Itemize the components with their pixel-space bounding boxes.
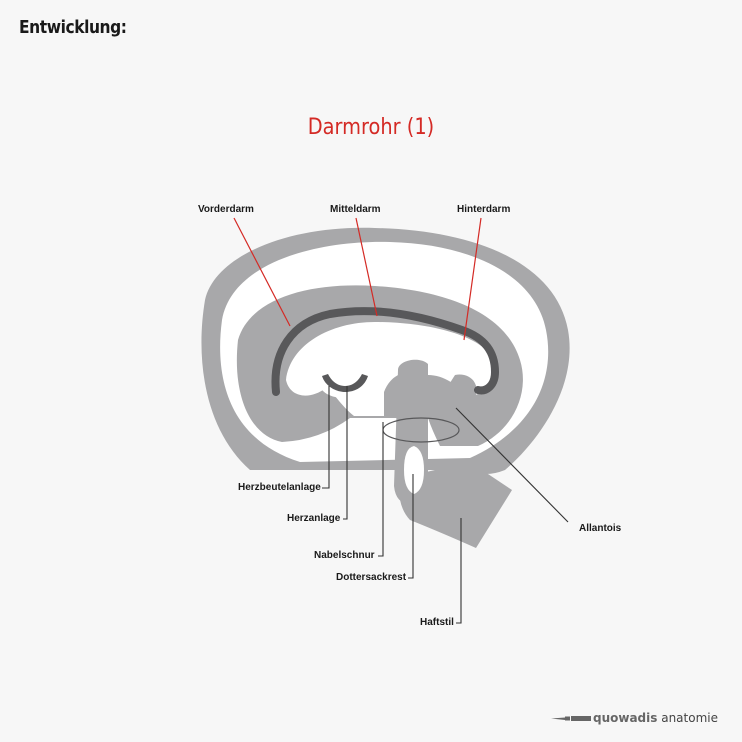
pointer-hinterdarm xyxy=(463,217,482,341)
gut-tube xyxy=(271,307,500,396)
herz-shape xyxy=(322,374,368,392)
brand-logo: quowadis anatomie xyxy=(551,711,718,725)
scalpel-icon xyxy=(551,716,591,721)
pointer-allantois xyxy=(455,407,569,523)
label-nabelschnur: Nabelschnur xyxy=(314,550,375,561)
section-title: Entwicklung: xyxy=(19,17,127,38)
label-herzbeutelanlage: Herzbeutelanlage xyxy=(238,482,321,493)
pointer-mitteldarm xyxy=(355,217,378,317)
dottersack-inner xyxy=(404,446,424,494)
allantois-shape xyxy=(447,374,477,412)
pointer-dottersackrest xyxy=(408,474,414,579)
pointer-nabelschnur xyxy=(378,422,384,557)
label-allantois: Allantois xyxy=(579,523,622,534)
label-hinterdarm: Hinterdarm xyxy=(457,204,511,215)
diagram-title: Darmrohr (1) xyxy=(307,115,435,140)
label-mitteldarm: Mitteldarm xyxy=(330,204,381,215)
label-herzanlage: Herzanlage xyxy=(287,513,341,524)
label-haftstil: Haftstil xyxy=(420,617,454,628)
brand-name-rest: anatomie xyxy=(657,711,718,725)
pointer-vorderdarm xyxy=(233,217,291,327)
brand-name-bold: quowadis xyxy=(593,711,658,725)
label-vorderdarm: Vorderdarm xyxy=(198,204,254,215)
label-dottersackrest: Dottersackrest xyxy=(336,572,407,583)
pointer-herzanlage xyxy=(343,386,348,520)
pointer-haftstil xyxy=(456,518,462,624)
pointer-herzbeutelanlage xyxy=(322,386,330,489)
